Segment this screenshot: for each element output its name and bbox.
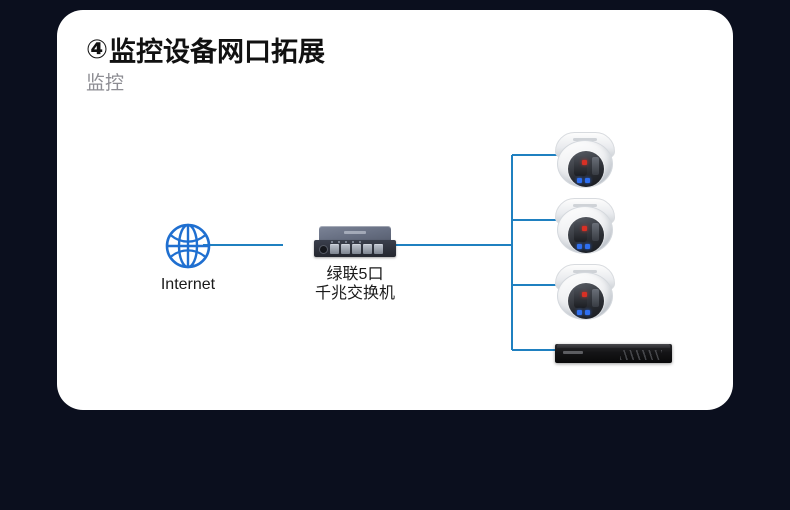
camera-ir-led bbox=[582, 226, 587, 231]
camera-status-leds bbox=[577, 310, 590, 315]
section-number-badge: ④ bbox=[86, 34, 109, 64]
network-topology-diagram: Internet bbox=[57, 10, 733, 410]
camera-blue-led bbox=[577, 310, 582, 315]
dome-camera-icon bbox=[555, 264, 615, 320]
switch-led bbox=[338, 241, 340, 243]
dome-camera-icon bbox=[555, 132, 615, 188]
camera-ir-led bbox=[582, 292, 587, 297]
camera-status-leds bbox=[577, 178, 590, 183]
camera-brand-mark bbox=[573, 270, 597, 273]
nvr-top-shell bbox=[557, 344, 670, 348]
switch-ethernet-port bbox=[352, 244, 361, 254]
dome-camera-icon bbox=[555, 198, 615, 254]
page-subtitle: 监控 bbox=[86, 73, 125, 94]
camera-lens-module bbox=[568, 283, 604, 319]
camera-lens-module bbox=[568, 217, 604, 253]
camera-lens bbox=[574, 156, 587, 176]
switch-led bbox=[345, 241, 347, 243]
camera-sensor-strip bbox=[592, 223, 599, 241]
camera-brand-mark bbox=[573, 204, 597, 207]
camera-blue-led bbox=[585, 310, 590, 315]
switch-led bbox=[331, 241, 333, 243]
camera-lens-module bbox=[568, 151, 604, 187]
camera-blue-led bbox=[585, 178, 590, 183]
camera-lens bbox=[574, 288, 587, 308]
camera-lens bbox=[574, 222, 587, 242]
node-internet-label: Internet bbox=[160, 276, 216, 293]
switch-power-jack bbox=[319, 245, 328, 254]
node-camera-1 bbox=[545, 128, 625, 194]
camera-brand-mark bbox=[573, 138, 597, 141]
globe-icon bbox=[165, 223, 211, 269]
switch-led-row bbox=[331, 241, 361, 243]
camera-sensor-strip bbox=[592, 157, 599, 175]
switch-port-row bbox=[330, 244, 383, 254]
switch-led bbox=[352, 241, 354, 243]
node-camera-2 bbox=[545, 194, 625, 260]
camera-status-leds bbox=[577, 244, 590, 249]
nvr-vent-grille bbox=[620, 350, 662, 360]
switch-ethernet-port bbox=[330, 244, 339, 254]
connection-lines bbox=[203, 154, 557, 351]
switch-brand-mark bbox=[344, 231, 366, 234]
nvr-brand-mark bbox=[563, 351, 583, 354]
node-switch: 绿联5口 千兆交换机 bbox=[295, 226, 415, 304]
camera-dome-shell bbox=[557, 206, 613, 254]
camera-dome-shell bbox=[557, 140, 613, 188]
node-switch-label-line1: 绿联5口 bbox=[326, 266, 384, 283]
camera-sensor-strip bbox=[592, 289, 599, 307]
switch-ethernet-port bbox=[374, 244, 383, 254]
node-camera-3 bbox=[545, 260, 625, 326]
camera-blue-led bbox=[585, 244, 590, 249]
node-switch-label-line2: 千兆交换机 bbox=[314, 284, 395, 302]
node-nvr bbox=[555, 340, 675, 366]
node-internet: Internet bbox=[140, 222, 236, 295]
page-title-text: 监控设备网口拓展 bbox=[109, 37, 326, 67]
camera-dome-shell bbox=[557, 272, 613, 320]
switch-led bbox=[359, 241, 361, 243]
camera-ir-led bbox=[582, 160, 587, 165]
switch-ethernet-port bbox=[341, 244, 350, 254]
network-switch-icon bbox=[314, 226, 396, 260]
camera-blue-led bbox=[577, 244, 582, 249]
nvr-recorder-icon bbox=[555, 344, 672, 363]
switch-ethernet-port bbox=[363, 244, 372, 254]
switch-front-panel bbox=[314, 240, 396, 257]
switch-top-shell bbox=[319, 226, 391, 243]
camera-blue-led bbox=[577, 178, 582, 183]
